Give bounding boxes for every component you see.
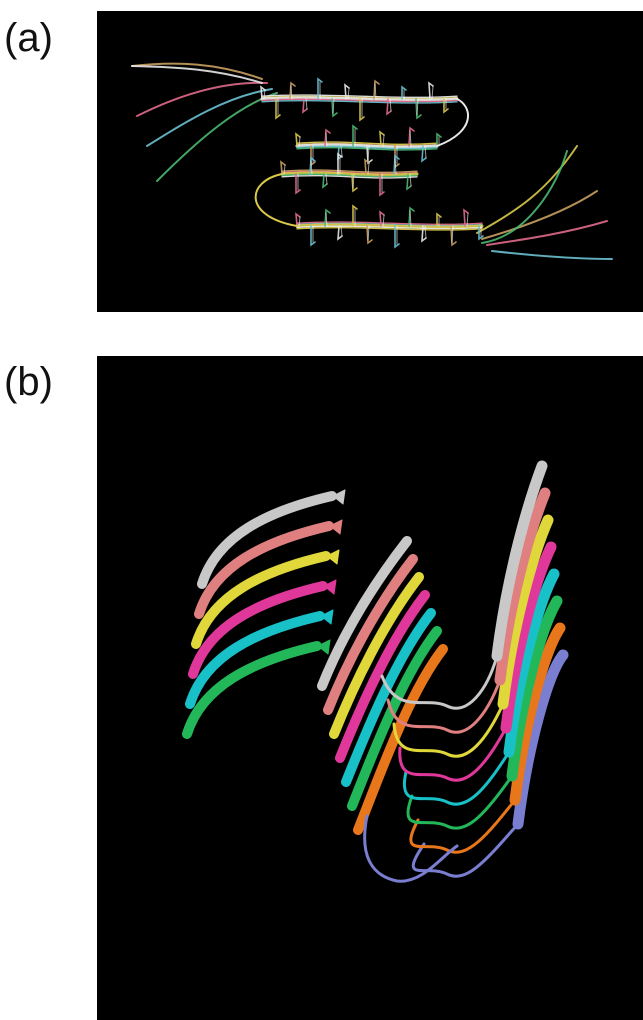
panel-b-svg <box>97 356 643 1020</box>
left-tail-strand <box>147 89 272 146</box>
loop-ribbon <box>400 728 506 780</box>
right-tail-strand <box>482 191 597 239</box>
loop-ribbon <box>404 752 509 804</box>
left-tail-strand <box>137 83 267 116</box>
panel-b-label: (b) <box>4 362 53 402</box>
right-tail-strand <box>482 151 567 243</box>
left-sheet-ribbon <box>187 646 317 734</box>
panel-a-label: (a) <box>4 18 53 58</box>
left-tail-strand <box>132 66 262 83</box>
panel-a-svg <box>97 11 643 312</box>
loop-strand <box>256 174 297 226</box>
panel-b-structure-image <box>97 356 643 1020</box>
panel-a-structure-image <box>97 11 643 312</box>
loop-strand <box>437 99 468 146</box>
right-tail-strand <box>492 251 612 259</box>
